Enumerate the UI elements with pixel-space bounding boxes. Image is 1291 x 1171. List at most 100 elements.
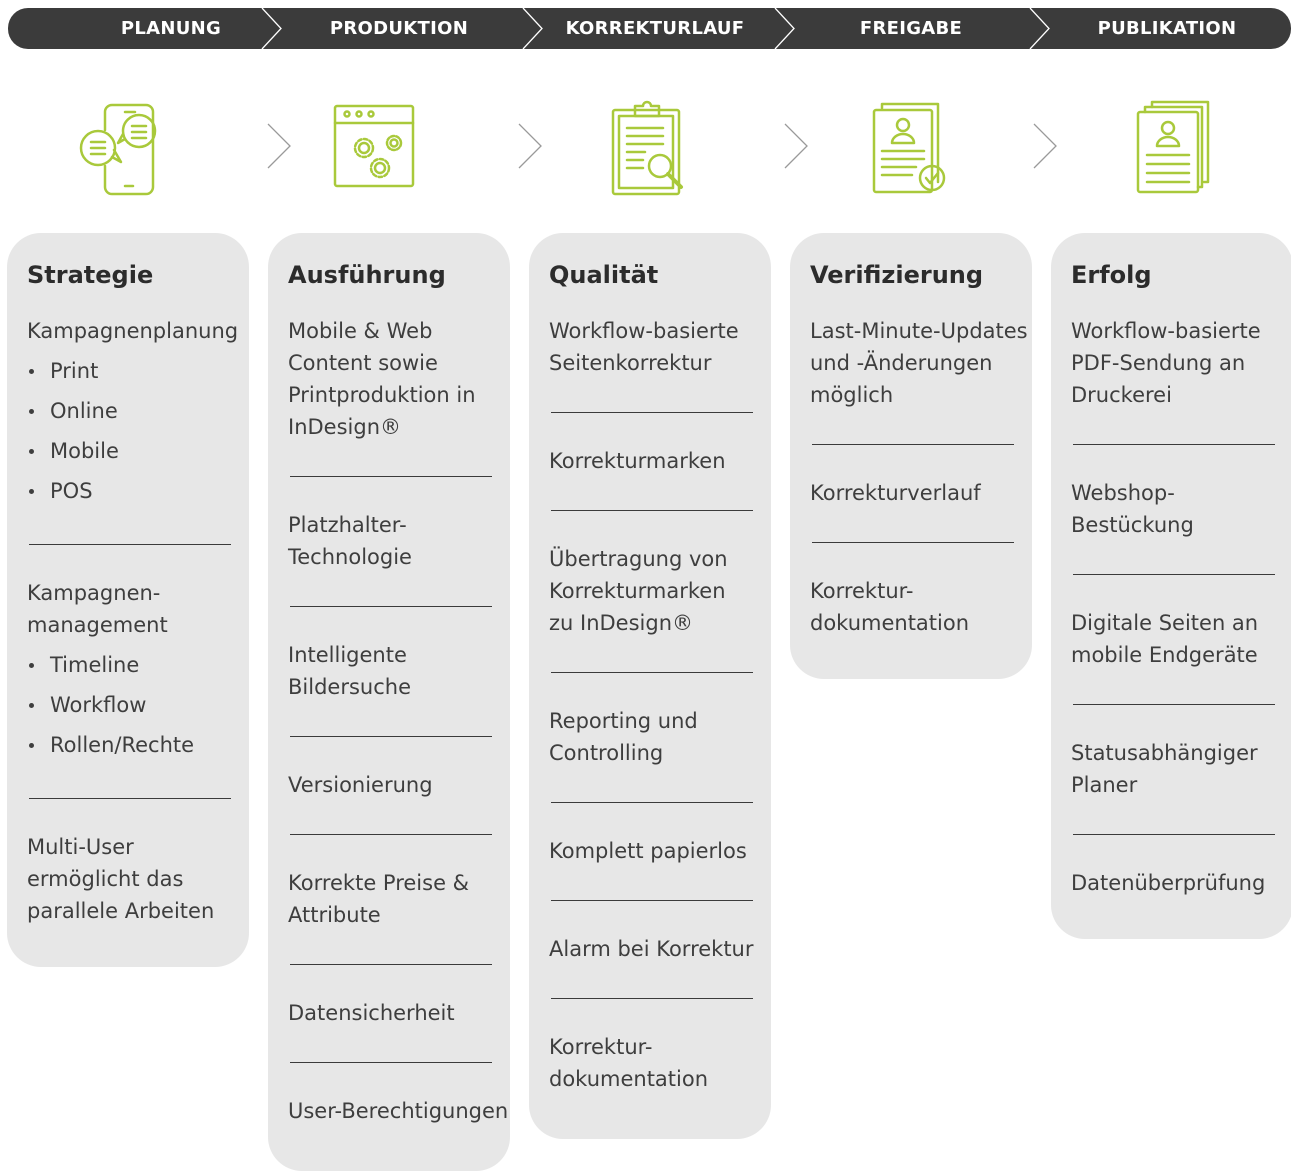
item-text-line: Kampagnenplanung	[27, 319, 239, 343]
list-item: Korrektur-dokumentation	[549, 1031, 765, 1095]
item-text-line: Platzhalter-	[288, 513, 407, 537]
item-text-line: Seitenkorrektur	[549, 351, 712, 375]
item-text-line: Planer	[1071, 773, 1138, 797]
list-item: Korrektur-dokumentation	[810, 575, 1026, 639]
item-text-line: Korrekte Preise &	[288, 871, 470, 895]
item-text-line: zu InDesign®	[549, 611, 694, 635]
clipboard-magnifier-icon	[611, 100, 683, 196]
item-text-line: Reporting und	[549, 709, 698, 733]
divider	[812, 542, 1014, 543]
bullet-item: Rollen/Rechte	[27, 725, 243, 765]
item-text-line: Workflow-basierte	[549, 319, 739, 343]
card-title-qualitaet: Qualität	[549, 261, 659, 289]
item-text-line: Korrektur-	[810, 579, 914, 603]
divider	[290, 736, 492, 737]
item-text-line: Korrekturmarken	[549, 579, 726, 603]
item-text-line: Druckerei	[1071, 383, 1172, 407]
bullet-item: Print	[27, 351, 243, 391]
item-text-line: Bestückung	[1071, 513, 1194, 537]
stage-label-publikation: PUBLIKATION	[1097, 18, 1237, 39]
chevron-right-icon	[774, 8, 795, 49]
item-text-line: Datensicherheit	[288, 1001, 455, 1025]
item-text-line: möglich	[810, 383, 894, 407]
list-item: Komplett papierlos	[549, 835, 765, 867]
item-text-line: Attribute	[288, 903, 381, 927]
divider	[290, 1062, 492, 1063]
item-text-line: Mobile & Web	[288, 319, 433, 343]
chevron-right-icon	[518, 123, 542, 169]
chat-smartphone-icon	[79, 103, 157, 196]
list-item: Alarm bei Korrektur	[549, 933, 765, 965]
chevron-right-icon	[522, 8, 543, 49]
chevron-right-icon	[267, 123, 291, 169]
item-text-line: Content sowie	[288, 351, 438, 375]
chevron-right-icon	[261, 8, 282, 49]
list-item: Korrekte Preise & Attribute	[288, 867, 504, 931]
item-text-line: User-Berechtigungen	[288, 1099, 509, 1123]
divider	[551, 998, 753, 999]
divider	[551, 900, 753, 901]
item-text-line: Printproduktion in	[288, 383, 476, 407]
item-text-line: Komplett papierlos	[549, 839, 747, 863]
list-item: Multi-User ermöglicht das parallele Arbeit…	[27, 831, 243, 927]
item-text-line: parallele Arbeiten	[27, 899, 215, 923]
item-text-line: Technologie	[288, 545, 412, 569]
chevron-right-icon	[1033, 123, 1057, 169]
item-text-line: Intelligente	[288, 643, 407, 667]
item-text-line: Alarm bei Korrektur	[549, 937, 754, 961]
document-stack-profile-icon	[1136, 100, 1210, 194]
stage-label-freigabe: FREIGABE	[859, 18, 963, 39]
chevron-right-icon	[784, 123, 808, 169]
bullet-item: Workflow	[27, 685, 243, 725]
card-title-ausfuehrung: Ausführung	[288, 261, 446, 289]
item-text-line: Statusabhängiger	[1071, 741, 1258, 765]
item-text-line: ermöglicht das	[27, 867, 184, 891]
stage-label-korrekturlauf: KORREKTURLAUF	[565, 18, 745, 39]
list-item: Platzhalter- Technologie	[288, 509, 504, 573]
bullet-item: POS	[27, 471, 243, 511]
document-approved-icon	[872, 102, 946, 194]
item-text-line: und -Änderungen	[810, 351, 993, 375]
item-text-line: Multi-User	[27, 835, 134, 859]
list-item: User-Berechtigungen	[288, 1095, 509, 1127]
browser-gears-icon	[333, 104, 415, 188]
item-text-line: Webshop-	[1071, 481, 1175, 505]
divider	[551, 672, 753, 673]
divider	[29, 544, 231, 545]
item-text-line: dokumentation	[549, 1067, 709, 1091]
divider	[551, 802, 753, 803]
list-item: Versionierung	[288, 769, 504, 801]
item-text-line: Korrekturverlauf	[810, 481, 981, 505]
bullet-item: Mobile	[27, 431, 243, 471]
card-title-strategie: Strategie	[27, 261, 154, 289]
item-text-line: Kampagnen-	[27, 581, 161, 605]
divider	[1073, 834, 1275, 835]
card-title-verifizierung: Verifizierung	[810, 261, 984, 289]
divider	[551, 412, 753, 413]
divider	[812, 444, 1014, 445]
chevron-right-icon	[1029, 8, 1050, 49]
item-text-line: Korrektur-	[549, 1035, 653, 1059]
item-text-line: dokumentation	[810, 611, 970, 635]
divider	[1073, 444, 1275, 445]
bullet-item: Online	[27, 391, 243, 431]
item-text-line: Bildersuche	[288, 675, 411, 699]
divider	[551, 510, 753, 511]
divider	[29, 798, 231, 799]
